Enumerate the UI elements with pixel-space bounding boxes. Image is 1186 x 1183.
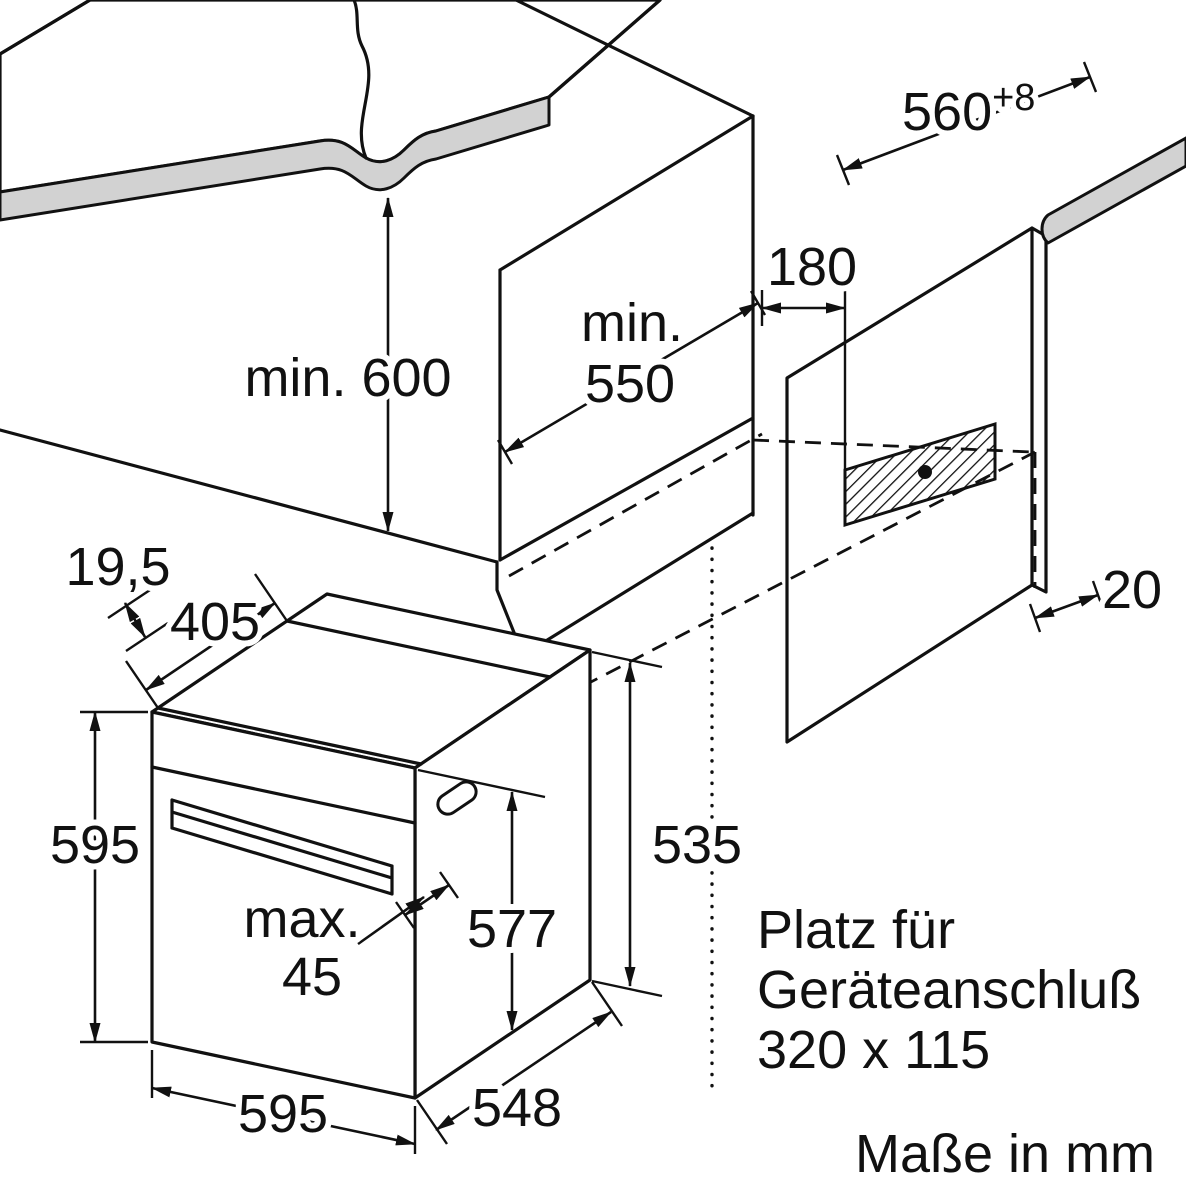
dim-label-560: 560+8 bbox=[902, 77, 1035, 142]
dimension-min-600: min. 600 bbox=[238, 197, 458, 532]
dim-label-560-tolerance: +8 bbox=[992, 77, 1035, 119]
dim-label-595-height: 595 bbox=[50, 815, 140, 875]
dimension-405: 405 bbox=[125, 573, 288, 709]
dim-line-560 bbox=[842, 75, 1091, 172]
oven-door-handle bbox=[170, 798, 394, 896]
dim-ticks-max-45 bbox=[395, 871, 459, 929]
dim-label-595-width: 595 bbox=[238, 1084, 328, 1144]
dim-label-180: 180 bbox=[767, 237, 857, 297]
dim-ext-535 bbox=[591, 650, 663, 998]
dimension-595-height: 595 bbox=[44, 710, 148, 1044]
connection-point-dot bbox=[918, 465, 932, 479]
oven-top-detail-lines bbox=[156, 619, 552, 766]
niche-opening-lines bbox=[498, 114, 755, 562]
worktop-cut-edge bbox=[547, 0, 662, 99]
dim-line-405 bbox=[145, 601, 276, 692]
dim-label-min-550b: 550 bbox=[585, 354, 675, 414]
dimension-19-5: 19,5 bbox=[59, 531, 177, 652]
floor-and-plinth-lines bbox=[0, 428, 755, 657]
hidden-edges bbox=[508, 432, 1037, 700]
dim-label-19-5: 19,5 bbox=[65, 537, 170, 597]
dim-label-560-value: 560 bbox=[902, 82, 992, 142]
oven-side-grip bbox=[436, 780, 478, 816]
dim-label-577: 577 bbox=[467, 899, 557, 959]
dim-label-548: 548 bbox=[472, 1078, 562, 1138]
dim-label-405: 405 bbox=[170, 592, 260, 652]
rear-panel bbox=[785, 226, 1048, 744]
dimension-577: 577 bbox=[417, 768, 563, 1031]
dim-label-min-550a: min. bbox=[581, 293, 683, 353]
dim-ticks-20 bbox=[1028, 580, 1105, 633]
worktop-right-edge bbox=[1040, 136, 1186, 245]
dim-label-max-45a: max. bbox=[243, 889, 360, 949]
dimension-max-45: max. 45 bbox=[237, 871, 459, 1013]
dim-ext-595-height bbox=[80, 710, 148, 1044]
dim-label-max-45b: 45 bbox=[282, 947, 342, 1007]
dim-label-535: 535 bbox=[652, 815, 742, 875]
niche-cabinet bbox=[0, 0, 755, 657]
dim-ext-577 bbox=[417, 768, 546, 799]
note-line-3: 320 x 115 bbox=[757, 1020, 990, 1080]
dim-label-20: 20 bbox=[1102, 560, 1162, 620]
dim-ticks-560 bbox=[835, 61, 1098, 186]
dim-line-19-5 bbox=[123, 602, 147, 638]
worktop-break-line bbox=[352, 0, 371, 160]
dimension-20: 20 bbox=[1028, 554, 1168, 633]
dimension-595-width: 595 bbox=[150, 1050, 417, 1154]
units-note: Maße in mm bbox=[855, 1124, 1155, 1183]
dim-line-20 bbox=[1034, 593, 1099, 620]
dimension-min-550: min. 550 bbox=[496, 287, 767, 465]
dim-line-595-width bbox=[151, 1086, 416, 1146]
worktop-left bbox=[0, 0, 662, 222]
dimension-180: 180 bbox=[760, 231, 863, 470]
note-line-2: Geräteanschluß bbox=[757, 960, 1141, 1020]
worktop-back-edge bbox=[0, 0, 92, 56]
oven-drawing bbox=[150, 592, 592, 1100]
dim-ticks-19-5 bbox=[107, 589, 169, 652]
dim-line-min-550 bbox=[504, 301, 759, 454]
dim-line-548 bbox=[435, 1010, 612, 1132]
note-line-1: Platz für bbox=[757, 900, 955, 960]
dimension-548: 548 bbox=[416, 981, 623, 1145]
connection-note: Platz für Geräteanschluß 320 x 115 bbox=[751, 894, 1147, 1086]
dimension-560: 560+8 bbox=[835, 61, 1098, 186]
dim-label-min-600: min. 600 bbox=[244, 348, 451, 408]
oven-control-panel-line bbox=[150, 765, 417, 825]
dim-ext-405 bbox=[125, 573, 288, 709]
dim-ticks-180 bbox=[760, 290, 847, 470]
rear-panel-thickness bbox=[1030, 226, 1048, 594]
dim-line-max-45 bbox=[404, 883, 450, 917]
dim-ext-548 bbox=[416, 981, 623, 1145]
niche-top-diagonal bbox=[514, 0, 755, 118]
dimension-535: 535 bbox=[591, 650, 748, 998]
